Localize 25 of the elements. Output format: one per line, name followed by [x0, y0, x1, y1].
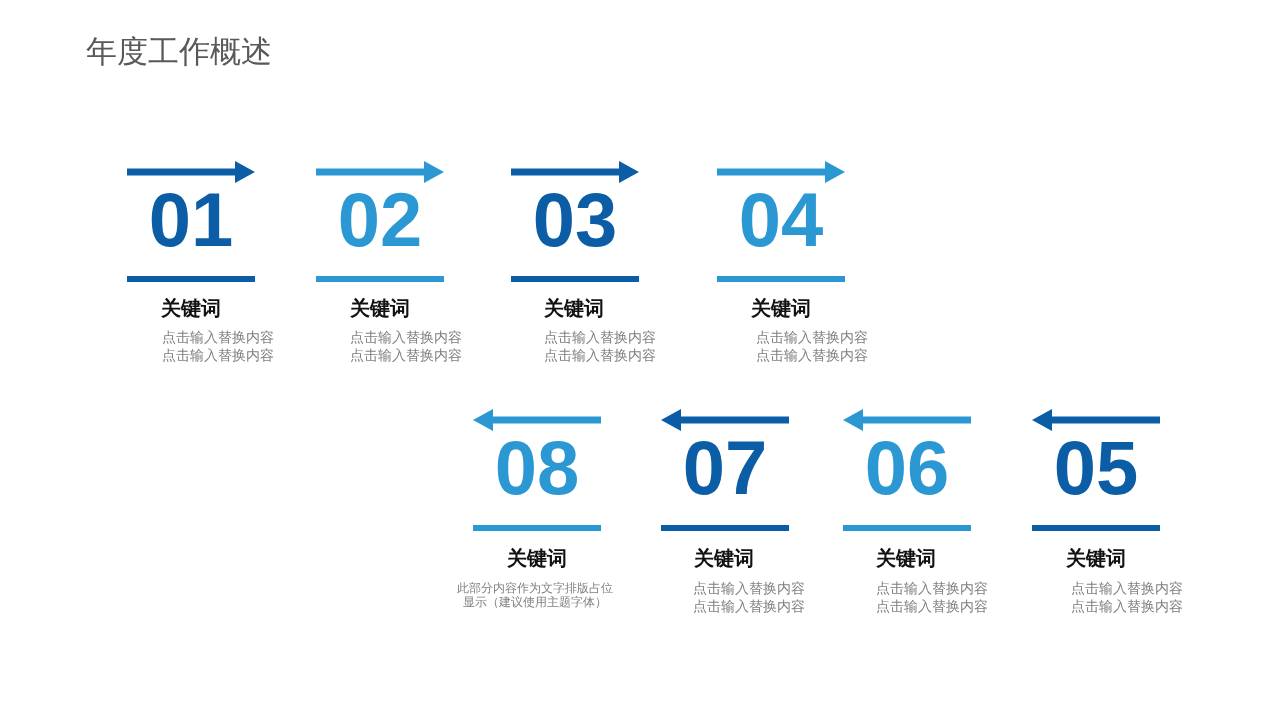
step-number: 07	[682, 438, 768, 498]
step-number: 01	[148, 190, 234, 250]
keyword-heading: 关键词	[1066, 546, 1126, 570]
description-text: 点击输入替换内容点击输入替换内容	[693, 578, 806, 616]
description-text: 点击输入替换内容点击输入替换内容	[350, 327, 463, 365]
description-text: 点击输入替换内容点击输入替换内容	[544, 327, 657, 365]
step-number: 08	[494, 438, 580, 498]
keyword-heading: 关键词	[751, 296, 811, 320]
step-number: 06	[864, 438, 950, 498]
description-text: 点击输入替换内容点击输入替换内容	[756, 327, 869, 365]
keyword-heading: 关键词	[507, 546, 567, 570]
description-text: 点击输入替换内容点击输入替换内容	[162, 327, 275, 365]
description-text: 点击输入替换内容点击输入替换内容	[1071, 578, 1184, 616]
keyword-heading: 关键词	[161, 296, 221, 320]
step-number: 02	[337, 190, 423, 250]
keyword-heading: 关键词	[876, 546, 936, 570]
step-number: 03	[532, 190, 618, 250]
description-text: 此部分内容作为文字排版占位显示（建议使用主题字体）	[456, 580, 614, 610]
step-number: 04	[738, 190, 824, 250]
step-number: 05	[1053, 438, 1139, 498]
keyword-heading: 关键词	[350, 296, 410, 320]
keyword-heading: 关键词	[544, 296, 604, 320]
keyword-heading: 关键词	[694, 546, 754, 570]
title: 年度工作概述	[86, 33, 272, 71]
description-text: 点击输入替换内容点击输入替换内容	[876, 578, 989, 616]
